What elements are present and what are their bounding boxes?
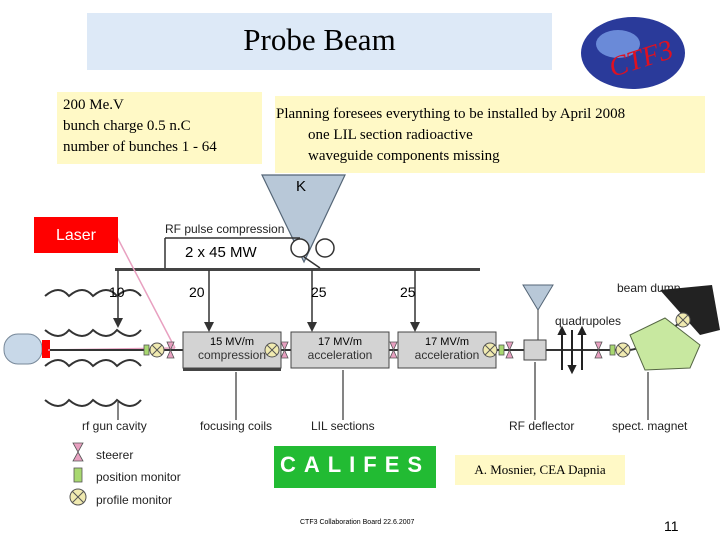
section-3-gradient: 17 MV/m — [424, 336, 469, 348]
rf-deflector — [523, 339, 547, 361]
quadrupole-arrow — [577, 325, 587, 335]
feed-arrow-3 — [410, 322, 420, 332]
rf-deflector-label: RF deflector — [509, 419, 575, 433]
beam-dump-icon — [522, 284, 554, 311]
legend-profile-monitor-cross — [71, 490, 85, 504]
dump-monitor-cross — [677, 314, 689, 326]
section-3-body — [397, 331, 497, 369]
califes-label: CALIFES — [279, 452, 431, 477]
section-1-function: compression — [197, 348, 267, 362]
spectrometer-magnet — [629, 317, 701, 371]
legend-steerer-label: steerer — [96, 448, 134, 462]
legend-profile-monitor-label: profile monitor — [96, 493, 173, 507]
profile-monitor-cross — [151, 344, 163, 356]
steerer-icon — [280, 349, 289, 359]
quadrupoles-label: quadrupoles — [555, 314, 622, 328]
rf-gun-cavity-label: rf gun cavity — [82, 419, 147, 433]
compression-cavity-1 — [290, 238, 310, 258]
feed-arrow-gun — [113, 318, 123, 328]
quadrupole-arrow — [557, 325, 567, 335]
ctf3-logo: CTF3 — [581, 17, 685, 89]
planning-line-3: waveguide components missing — [308, 148, 500, 164]
photocathode — [42, 340, 50, 358]
section-1-gradient: 15 MV/m — [209, 336, 254, 348]
steerer-icon — [166, 349, 175, 359]
footer-text: CTF3 Collaboration Board 22.6.2007 — [300, 519, 415, 526]
section-2-gradient: 17 MV/m — [317, 336, 362, 348]
section-2-function: acceleration — [307, 348, 373, 362]
section-3-function: acceleration — [414, 348, 480, 362]
planning-line-2: one LIL section radioactive — [308, 127, 473, 143]
legend-position-monitor-icon — [73, 467, 83, 483]
laser-label: Laser — [55, 227, 97, 244]
klystron-label: K — [296, 178, 307, 195]
focusing-coils-label: focusing coils — [200, 419, 273, 433]
profile-monitor-cross — [484, 344, 496, 356]
page-number: 11 — [664, 518, 679, 534]
param-bunches: number of bunches 1 - 64 — [63, 139, 217, 155]
profile-monitor-cross — [617, 344, 629, 356]
section-2: 17 MV/m acceleration — [291, 336, 389, 362]
feed-arrow-2 — [307, 322, 317, 332]
param-charge: bunch charge 0.5 n.C — [63, 118, 191, 134]
planning-line-1: Planning foresees everything to be insta… — [276, 106, 626, 122]
rf-pulse-compression-label: RF pulse compression — [165, 222, 285, 236]
feed-arrow-1 — [204, 322, 214, 332]
beam-dump-block — [660, 285, 720, 335]
lil-sections-label: LIL sections — [311, 419, 375, 433]
laser-path-1 — [115, 234, 176, 349]
power-gun: 10 — [109, 284, 125, 300]
steerer-icon — [505, 341, 514, 351]
power-section-3: 25 — [400, 284, 416, 300]
profile-monitor-cross — [266, 344, 278, 356]
param-energy: 200 Me.V — [63, 97, 124, 113]
legend-steerer-icon — [72, 451, 84, 462]
califes-box — [274, 446, 436, 488]
steerer-icon — [594, 341, 603, 351]
beam-dump-label: beam dump — [617, 281, 681, 295]
steerer-icon — [389, 341, 398, 351]
rf-gun-lower-cells — [44, 359, 142, 407]
steerer-icon — [389, 349, 398, 359]
position-monitor-icon — [143, 344, 150, 356]
position-monitor-icon — [609, 344, 616, 356]
rf-gun-upper-cells — [44, 289, 142, 337]
quadrupole-arrow — [567, 365, 577, 375]
parameters-text: 200 Me.V bunch charge 0.5 n.C number of … — [63, 95, 217, 158]
gun-cathode-housing — [3, 333, 43, 365]
section-1: 15 MV/m compression — [183, 336, 281, 362]
planning-box — [275, 96, 705, 173]
legend-steerer-icon — [72, 442, 84, 453]
page-title: Probe Beam — [243, 22, 396, 57]
steerer-icon — [166, 341, 175, 351]
cavity-link — [303, 256, 321, 269]
compression-cavity-2 — [315, 238, 335, 258]
steerer-icon — [505, 349, 514, 359]
power-label: 2 x 45 MW — [185, 244, 257, 261]
power-section-2: 25 — [311, 284, 327, 300]
section-2-body — [290, 331, 390, 369]
klystron-icon — [261, 174, 346, 264]
parameters-box — [57, 92, 262, 164]
steerer-icon — [594, 349, 603, 359]
legend-position-monitor-label: position monitor — [96, 470, 181, 484]
power-section-1: 20 — [189, 284, 205, 300]
focusing-coils — [183, 368, 281, 371]
credit-box — [455, 455, 625, 485]
logo-highlight — [596, 30, 640, 58]
waveguide-bus — [115, 268, 480, 271]
spect-magnet-label: spect. magnet — [612, 419, 688, 433]
credit-text: A. Mosnier, CEA Dapnia — [474, 462, 606, 477]
laser-box — [34, 217, 118, 253]
position-monitor-icon — [498, 344, 505, 356]
steerer-icon — [280, 341, 289, 351]
title-banner — [87, 13, 552, 70]
section-3: 17 MV/m acceleration — [398, 336, 496, 362]
planning-text: Planning foresees everything to be insta… — [276, 104, 625, 167]
